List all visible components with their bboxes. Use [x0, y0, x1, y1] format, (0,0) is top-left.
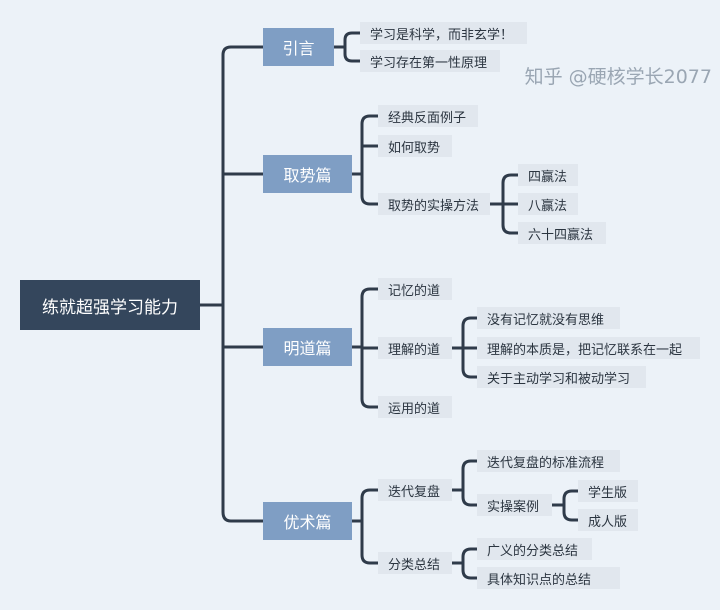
leaf-node[interactable]: 没有记忆就没有思维: [477, 307, 620, 329]
leaf-node[interactable]: 迭代复盘的标准流程: [477, 450, 620, 472]
leaf-node[interactable]: 记忆的道: [378, 278, 452, 300]
leaf-node[interactable]: 广义的分类总结: [477, 538, 592, 560]
leaf-node[interactable]: 四赢法: [518, 164, 578, 186]
leaf-node[interactable]: 学习是科学，而非玄学！: [360, 22, 527, 44]
leaf-node[interactable]: 如何取势: [378, 135, 452, 157]
leaf-node[interactable]: 理解的本质是，把记忆联系在一起: [477, 337, 700, 359]
leaf-node[interactable]: 成人版: [578, 509, 638, 531]
leaf-node[interactable]: 迭代复盘: [378, 479, 452, 501]
leaf-node[interactable]: 运用的道: [378, 396, 452, 418]
leaf-node[interactable]: 关于主动学习和被动学习: [477, 366, 646, 388]
leaf-node[interactable]: 具体知识点的总结: [477, 567, 620, 589]
leaf-node[interactable]: 六十四赢法: [518, 222, 606, 244]
leaf-node[interactable]: 学生版: [578, 480, 638, 502]
leaf-node[interactable]: 理解的道: [378, 337, 452, 359]
branch-qushi[interactable]: 取势篇: [263, 155, 352, 193]
leaf-node[interactable]: 学习存在第一性原理: [360, 50, 500, 72]
root-node[interactable]: 练就超强学习能力: [20, 280, 200, 330]
leaf-node[interactable]: 经典反面例子: [378, 105, 478, 127]
leaf-node[interactable]: 八赢法: [518, 193, 578, 215]
leaf-node[interactable]: 分类总结: [378, 552, 452, 574]
branch-mingdao[interactable]: 明道篇: [263, 328, 352, 366]
branch-intro[interactable]: 引言: [263, 28, 334, 66]
watermark: 知乎 @硬核学长2077: [524, 66, 712, 88]
leaf-node[interactable]: 实操案例: [477, 494, 552, 516]
branch-youshu[interactable]: 优术篇: [263, 502, 352, 540]
leaf-node[interactable]: 取势的实操方法: [378, 193, 490, 215]
